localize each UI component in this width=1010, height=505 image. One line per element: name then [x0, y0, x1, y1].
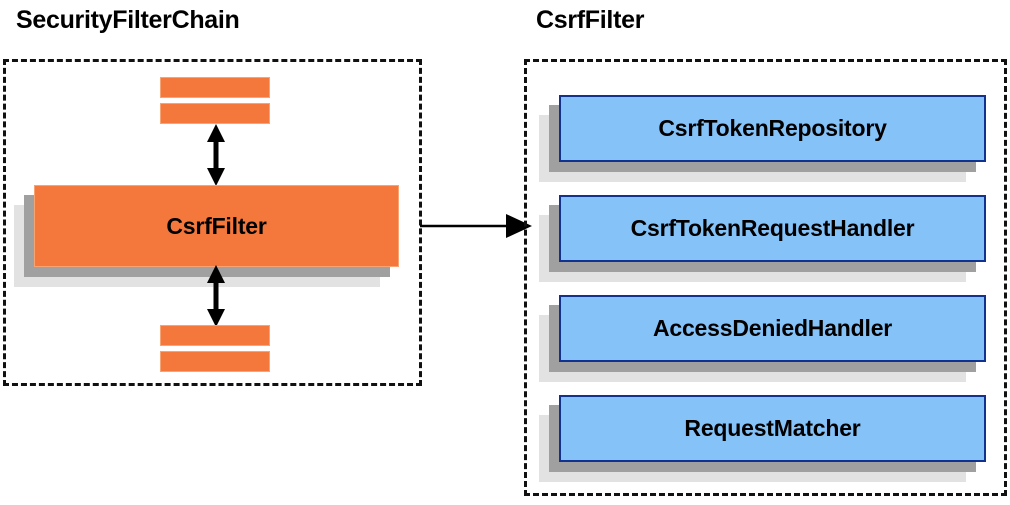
- box-csrf-filter[interactable]: CsrfFilter: [34, 185, 399, 267]
- filter-stub-bottom-1: [160, 325, 270, 346]
- box-access-denied-handler-label: AccessDeniedHandler: [652, 315, 893, 341]
- filter-stub-top-2: [160, 103, 270, 124]
- arrow-up-down-top: [207, 124, 225, 186]
- box-access-denied-handler[interactable]: AccessDeniedHandler: [559, 295, 986, 362]
- box-request-matcher[interactable]: RequestMatcher: [559, 395, 986, 462]
- arrow-up-down-bottom: [207, 265, 225, 327]
- panel-security-filter-chain: [3, 59, 422, 386]
- arrow-csrf-filter-to-detail: [420, 214, 532, 238]
- filter-stub-bottom-2: [160, 351, 270, 372]
- box-csrf-token-repository[interactable]: CsrfTokenRepository: [559, 95, 986, 162]
- box-csrf-token-request-handler[interactable]: CsrfTokenRequestHandler: [559, 195, 986, 262]
- box-request-matcher-label: RequestMatcher: [684, 415, 861, 441]
- box-csrf-filter-label: CsrfFilter: [166, 212, 267, 239]
- box-csrf-token-request-handler-label: CsrfTokenRequestHandler: [630, 215, 915, 241]
- filter-stub-top-1: [160, 77, 270, 98]
- box-csrf-token-repository-label: CsrfTokenRepository: [658, 115, 887, 141]
- panel-csrf-filter-detail: [524, 59, 1007, 496]
- page-title-csrf-filter: CsrfFilter: [536, 6, 645, 34]
- page-title-security-filter-chain: SecurityFilterChain: [16, 6, 240, 34]
